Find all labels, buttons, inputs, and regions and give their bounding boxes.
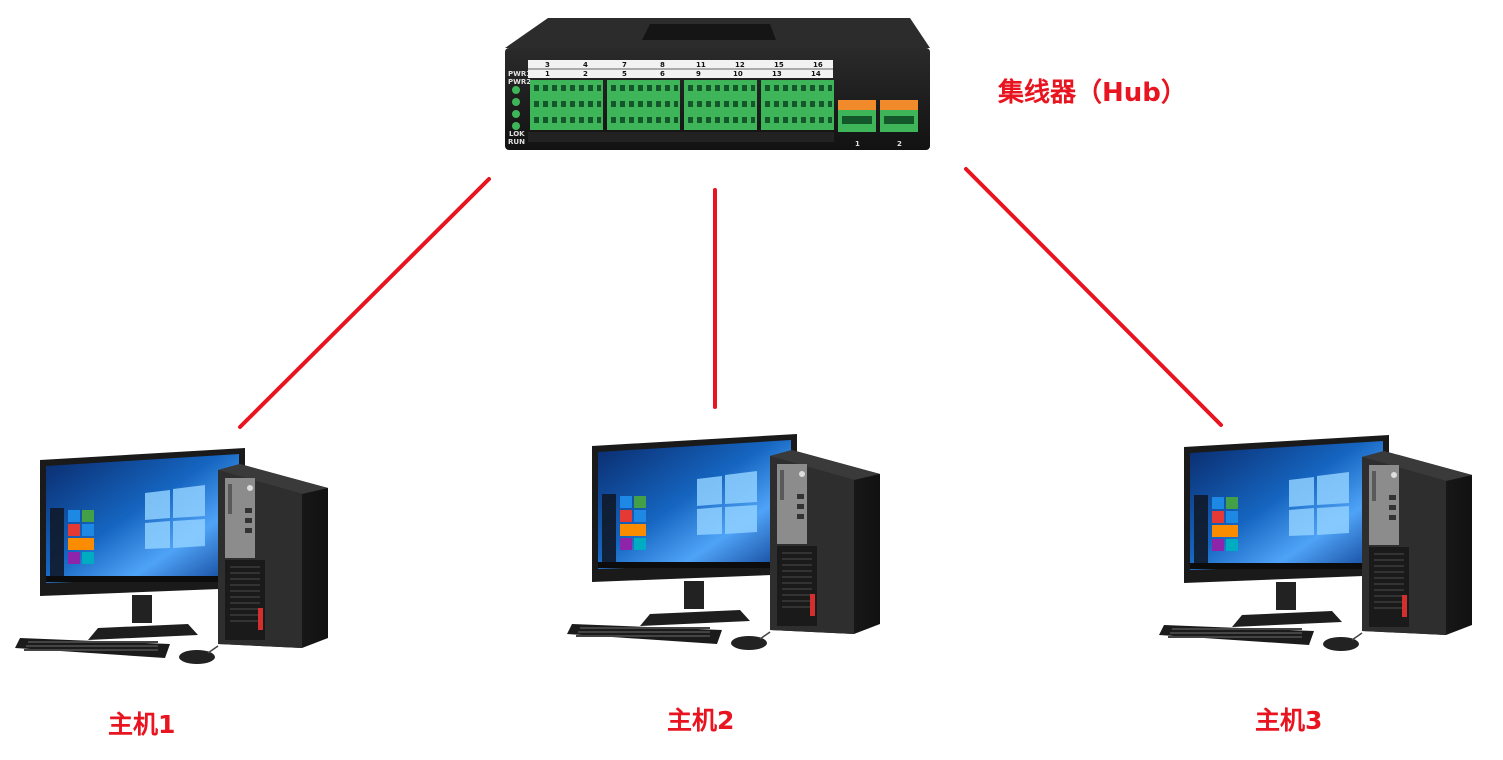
host-label-2: 主机2 <box>667 706 735 735</box>
port-label-12: 12 <box>735 61 745 69</box>
port-label-5: 5 <box>622 70 627 78</box>
port-label-9: 9 <box>696 70 701 78</box>
hub-lok-label: LOK <box>509 130 525 138</box>
port-label-13: 13 <box>772 70 782 78</box>
hub-terminal-block-4 <box>761 80 834 130</box>
hub-label: 集线器（Hub） <box>998 78 1187 108</box>
port-label-2: 2 <box>583 70 588 78</box>
port-label-8: 8 <box>660 61 665 69</box>
port-label-16: 16 <box>813 61 823 69</box>
hub-terminal-block-2 <box>607 80 680 130</box>
hub-led-3 <box>512 110 520 118</box>
hub-device: PWR1 PWR2 LOK RUN 3 4 7 8 11 12 15 16 1 … <box>505 18 930 150</box>
aux-port-label-2: 2 <box>897 140 902 148</box>
computer-pc3 <box>1158 434 1473 652</box>
hub-pwr2-label: PWR2 <box>508 78 531 86</box>
hub-pwr1-label: PWR1 <box>508 70 531 78</box>
host-label-3: 主机3 <box>1255 706 1323 735</box>
hub-led-1 <box>512 86 520 94</box>
port-label-10: 10 <box>733 70 743 78</box>
hub-terminal-block-3 <box>684 80 757 130</box>
port-label-7: 7 <box>622 61 627 69</box>
computer-pc2 <box>566 433 881 651</box>
hub-aux-port-2 <box>880 100 918 132</box>
link-hub-pc3 <box>964 167 1223 427</box>
hub-aux-port-1 <box>838 100 876 132</box>
link-hub-pc1 <box>238 177 491 429</box>
aux-port-label-1: 1 <box>855 140 860 148</box>
computer-pc1 <box>14 447 329 665</box>
port-label-11: 11 <box>696 61 706 69</box>
port-label-3: 3 <box>545 61 550 69</box>
hub-run-label: RUN <box>508 138 525 146</box>
hub-led-2 <box>512 98 520 106</box>
port-label-1: 1 <box>545 70 550 78</box>
hub-terminal-block-1 <box>530 80 603 130</box>
hub-led-4 <box>512 122 520 130</box>
port-label-6: 6 <box>660 70 665 78</box>
port-label-4: 4 <box>583 61 588 69</box>
host-label-1: 主机1 <box>108 710 176 739</box>
port-label-14: 14 <box>811 70 821 78</box>
port-label-15: 15 <box>774 61 784 69</box>
